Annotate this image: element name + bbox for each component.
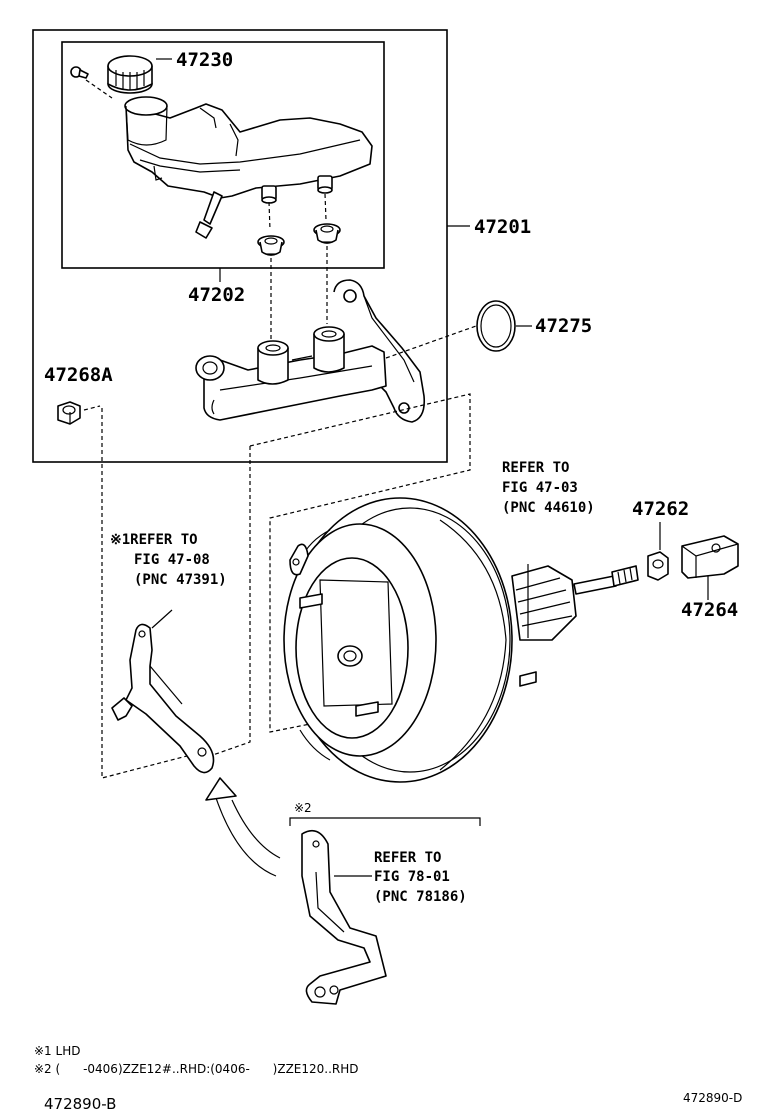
reservoir-tank-part [124,96,373,239]
ref-lhd-line3: (PNC 47391) [134,572,227,588]
callout-47201: 47201 [474,216,531,238]
reservoir-cap-part [107,55,153,94]
callout-47264: 47264 [681,599,738,621]
dash-bracket-right [209,446,251,757]
callout-47262: 47262 [632,498,689,520]
dash-nut-short [83,405,101,411]
bracket-lhd-part [111,623,215,774]
master-cylinder-part [195,279,426,423]
ref-booster-line3: (PNC 44610) [502,500,595,516]
callout-47202: 47202 [188,284,245,306]
assembly-box-47201 [32,29,448,463]
bracket-rhd-part [301,829,387,1005]
ref-lhd-line2: FIG 47-08 [134,552,210,568]
dash-booster-zone [249,393,471,733]
ref-rhd-line1: REFER TO [374,850,441,866]
dash-grommet-right [324,193,327,221]
callout-47230: 47230 [176,49,233,71]
callout-47275: 47275 [535,315,592,337]
dash-grommet-left [268,201,271,231]
level-sensor-plug [70,66,113,99]
arrow-indicator [205,777,281,877]
note-rhd: ※2 ( -0406)ZZE12#..RHD:(0406- )ZZE120..R… [34,1062,359,1076]
callout-47268a: 47268A [44,364,113,386]
nut-47262-part [647,551,669,581]
reservoir-box-47202 [61,41,385,269]
grommet-left [257,235,285,256]
grommet-right [313,223,341,244]
o-ring-part [476,300,516,352]
nut-47268a-part [57,401,81,425]
footer-code-left: 472890-B [44,1095,116,1112]
rhd-range-bracket [289,817,481,826]
footer-code-right: 472890-D [683,1091,742,1105]
ref-rhd-line3: (PNC 78186) [374,889,467,905]
dash-nut-bracket [101,408,211,779]
note-lhd: ※1 LHD [34,1044,80,1058]
ref-booster-line2: FIG 47-03 [502,480,578,496]
dash-oring [385,325,477,359]
ref-booster-line1: REFER TO [502,460,569,476]
ref-lhd-line1: ※1REFER TO [110,532,198,548]
ref-rhd-line2: FIG 78-01 [374,869,450,885]
rhd-mark: ※2 [294,801,312,815]
clevis-part [681,535,739,579]
brake-booster-part [283,497,639,783]
leader-bracket-lhd [151,609,173,629]
